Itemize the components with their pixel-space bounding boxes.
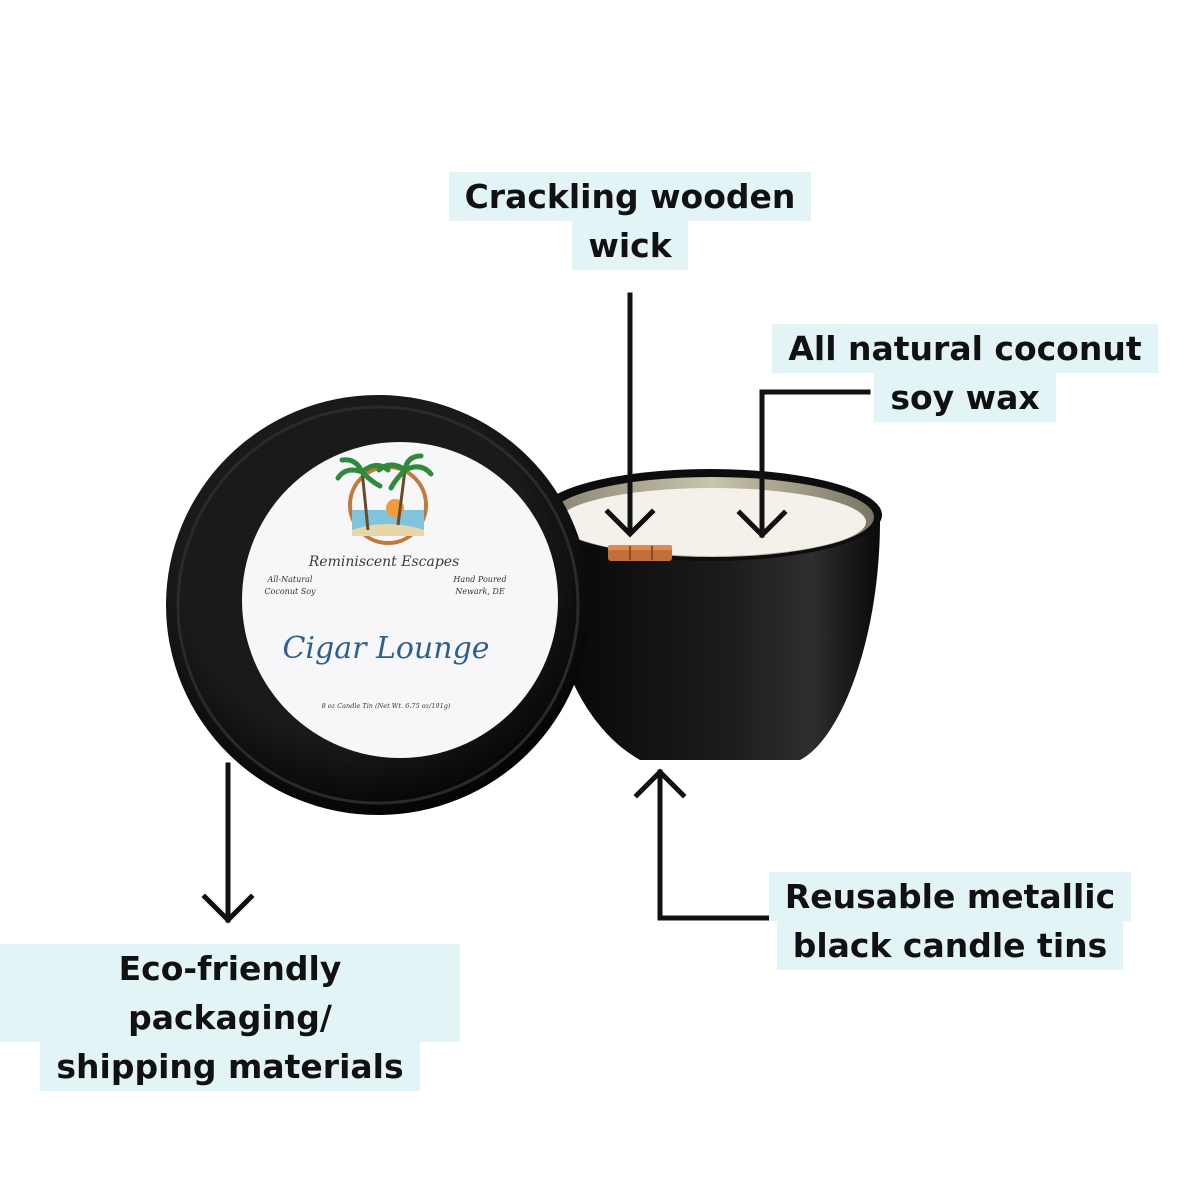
right-note-line-1: Hand Poured: [452, 575, 506, 584]
palm-logo-icon: [335, 453, 434, 545]
left-note-line-2: Coconut Soy: [264, 587, 316, 596]
candle-lid: Reminiscent Escapes All-Natural Coconut …: [166, 395, 590, 815]
packaging-arrow: [201, 762, 255, 924]
tins-arrow: [633, 768, 771, 921]
callout-tins-line-2: black candle tins: [776, 921, 1124, 970]
callout-soy-wax: All natural coconut soy wax: [760, 324, 1170, 422]
callout-packaging-line-2: shipping materials: [40, 1042, 420, 1091]
left-note-line-1: All-Natural: [267, 575, 313, 584]
candle-tin: [538, 469, 882, 760]
callout-eco-packaging: Eco-friendly packaging/ shipping materia…: [0, 944, 460, 1091]
callout-wick-line-1: Crackling wooden: [448, 172, 812, 221]
callout-tins-line-1: Reusable metallic: [768, 872, 1132, 921]
wick-arrow: [604, 292, 656, 538]
callout-wick-line-2: wick: [572, 221, 688, 270]
wax-surface: [558, 488, 866, 556]
wooden-wick-icon: [608, 545, 672, 561]
fine-print: 8 oz Candle Tin (Net Wt. 6.75 oz/191g): [322, 702, 451, 710]
callout-reusable-tins: Reusable metallic black candle tins: [760, 872, 1140, 970]
lid-label: [242, 442, 558, 758]
right-note-line-2: Newark, DE: [454, 587, 505, 596]
brand-name: Reminiscent Escapes: [308, 554, 460, 570]
callout-wax-line-2: soy wax: [874, 373, 1056, 422]
callout-packaging-line-1: Eco-friendly packaging/: [0, 944, 460, 1042]
callout-wooden-wick: Crackling wooden wick: [445, 172, 815, 270]
wax-arrow: [736, 389, 871, 539]
callout-wax-line-1: All natural coconut: [772, 324, 1158, 373]
scent-name: Cigar Lounge: [282, 631, 489, 666]
